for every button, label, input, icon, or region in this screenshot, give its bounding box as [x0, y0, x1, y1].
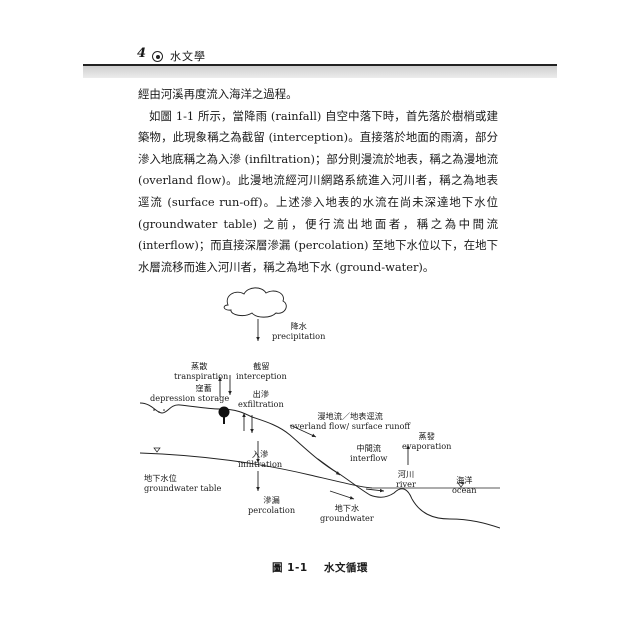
figure-caption: 圖 1-1 水文循環	[0, 560, 640, 575]
paragraph-continued: 經由河溪再度流入海洋之過程。	[138, 87, 298, 101]
caption-number: 圖 1-1	[272, 562, 308, 574]
overland-flow-arrow	[289, 424, 317, 438]
paragraph-hydrologic-cycle: 如圖 1-1 所示，當降雨 (rainfall) 自空中落下時，首先落於樹梢或建…	[138, 108, 498, 274]
ocean-floor	[411, 498, 500, 529]
tree-icon	[218, 406, 230, 424]
caption-title: 水文循環	[323, 562, 368, 574]
groundwater-table-line	[140, 452, 373, 489]
page-number: 4	[137, 46, 147, 61]
cloud-icon	[223, 287, 287, 318]
header-shade-bar	[83, 66, 557, 78]
body-text: 經由河溪再度流入海洋之過程。 如圖 1-1 所示，當降雨 (rainfall) …	[138, 84, 498, 278]
land-surface	[140, 402, 413, 500]
sea-level-marker	[457, 482, 465, 488]
bullseye-icon	[152, 51, 163, 62]
depression-storage-dots	[153, 409, 165, 413]
header-rule	[83, 64, 557, 66]
interflow-arrow	[317, 458, 341, 476]
groundwater-table-marker	[153, 447, 161, 453]
river-flow-arrow	[365, 488, 385, 493]
cycle-diagram	[140, 287, 500, 529]
page-header: 4 水文學	[83, 46, 557, 80]
book-title: 水文學	[170, 50, 206, 63]
groundwater-flow-arrow	[329, 490, 355, 500]
